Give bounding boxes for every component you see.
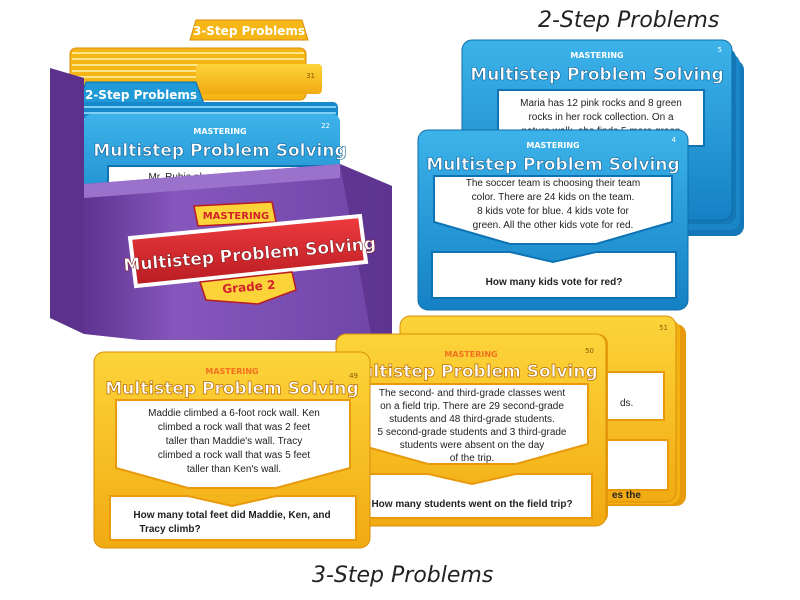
yellow-card-back-fragment: ds.	[620, 398, 633, 409]
yellow-card-left-title: Multistep Problem Solving	[105, 379, 358, 399]
yellow-card-left-line-4: climbed a rock wall that was 5 feet	[158, 450, 311, 461]
yellow-card-middle-line-3: students and 48 third-grade students.	[389, 414, 555, 425]
yellow-card-left: MASTERING Multistep Problem Solving 49 M…	[93, 351, 371, 549]
yellow-card-left-mastering: MASTERING	[205, 367, 258, 376]
yellow-card-left-number: 49	[349, 372, 358, 380]
box-front-card-title: Multistep Problem Solving	[93, 141, 346, 161]
yellow-card-left-line-3: taller than Maddie's wall. Tracy	[166, 436, 302, 447]
yellow-card-left-line-1: Maddie climbed a 6-foot rock wall. Ken	[148, 408, 320, 419]
yellow-card-middle-line-4: 5 second-grade students and 3 third-grad…	[377, 427, 566, 438]
yellow-card-left-question-2: Tracy climb?	[139, 524, 200, 535]
yellow-card-middle-line-2: on a field trip. There are 29 second-gra…	[380, 401, 564, 412]
blue-card-back-line-1: Maria has 12 pink rocks and 8 green	[520, 98, 682, 109]
blue-card-front-title: Multistep Problem Solving	[426, 155, 679, 175]
box-label-mastering: MASTERING	[203, 211, 270, 222]
box-front-card-number: 22	[321, 122, 330, 130]
box-label-grade: Grade 2	[222, 278, 276, 297]
yellow-card-back-number: 51	[659, 324, 668, 332]
yellow-card-middle-title: Multistep Problem Solving	[344, 362, 597, 382]
card-box: 3-Step Problems 31 2-Step Problems MASTE…	[50, 19, 392, 340]
blue-card-back-number: 5	[718, 46, 722, 54]
blue-card-front: MASTERING Multistep Problem Solving 4 Th…	[417, 129, 689, 311]
tab-three-step: 3-Step Problems	[189, 19, 309, 41]
yellow-card-stack: 51 ds. es the MASTERING Multistep Proble…	[93, 315, 686, 549]
blue-card-front-line-2: color. There are 24 kids on the team.	[472, 192, 635, 203]
yellow-card-middle-line-1: The second- and third-grade classes went	[379, 388, 565, 399]
blue-card-front-mastering: MASTERING	[526, 141, 579, 150]
box-back-card: 31	[196, 64, 322, 94]
tab-two-step: 2-Step Problems	[77, 81, 205, 105]
tab-three-step-label: 3-Step Problems	[193, 24, 305, 38]
yellow-card-middle: MASTERING Multistep Problem Solving 50 T…	[335, 333, 607, 527]
yellow-card-middle-line-6: of the trip.	[450, 453, 494, 464]
tab-two-step-label: 2-Step Problems	[85, 88, 197, 102]
blue-card-front-question: How many kids vote for red?	[486, 277, 623, 288]
yellow-card-middle-line-5: students were absent on the day	[400, 440, 545, 451]
blue-card-back-line-2: rocks in her rock collection. On a	[528, 112, 673, 123]
yellow-card-middle-mastering: MASTERING	[444, 350, 497, 359]
yellow-card-middle-question: How many students went on the field trip…	[371, 499, 572, 510]
caption-three-step: 3-Step Problems	[312, 563, 494, 588]
caption-two-step: 2-Step Problems	[538, 8, 720, 33]
yellow-card-left-question-1: How many total feet did Maddie, Ken, and	[133, 510, 330, 521]
box-front-card-mastering: MASTERING	[193, 127, 246, 136]
purple-box	[50, 68, 392, 340]
blue-card-front-number: 4	[672, 136, 677, 144]
box-back-card-number: 31	[306, 72, 315, 80]
blue-card-front-line-1: The soccer team is choosing their team	[466, 178, 641, 189]
blue-card-back-title: Multistep Problem Solving	[470, 65, 723, 85]
blue-card-front-line-4: green. All the other kids vote for red.	[473, 220, 634, 231]
blue-card-back-mastering: MASTERING	[570, 51, 623, 60]
yellow-card-left-line-5: taller than Ken's wall.	[187, 464, 281, 475]
blue-card-front-line-3: 8 kids vote for blue. 4 kids vote for	[477, 206, 629, 217]
blue-card-stack: MASTERING Multistep Problem Solving 5 Ma…	[417, 39, 744, 311]
box-label: MASTERING Multistep Problem Solving Grad…	[122, 201, 377, 305]
yellow-card-back-question-fragment: es the	[612, 490, 641, 501]
yellow-card-middle-number: 50	[585, 347, 594, 355]
yellow-card-left-line-2: climbed a rock wall that was 2 feet	[158, 422, 311, 433]
